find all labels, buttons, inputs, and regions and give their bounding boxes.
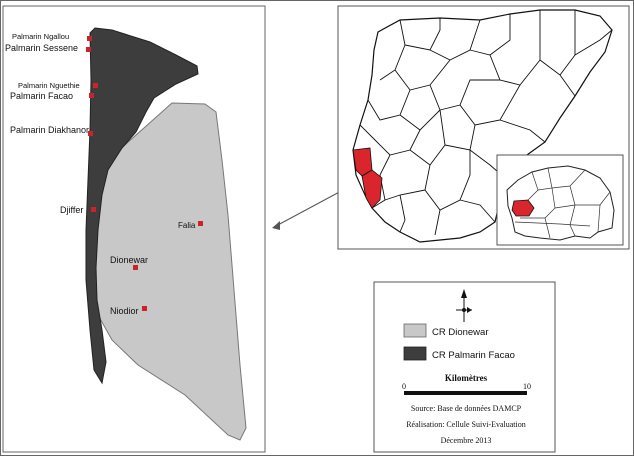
scale-title: Kilomètres [445, 373, 488, 383]
village-label: Palmarin Nguethie [18, 81, 80, 90]
village-label: Palmarin Sessene [5, 43, 78, 53]
inset-highlight [511, 199, 535, 217]
cr-palmarin-facao-area [85, 27, 199, 385]
highlight-dionewar [361, 169, 383, 209]
village-marker [198, 221, 203, 226]
inset-boundaries [514, 167, 611, 239]
main-map-panel: Palmarin Ngallou Palmarin Sessene Palmar… [2, 5, 266, 453]
village-label: Falia [178, 221, 196, 230]
date-text: Décembre 2013 [441, 436, 492, 445]
senegal-outline [506, 165, 615, 241]
village-label: Djiffer [60, 205, 83, 215]
village-marker [133, 265, 138, 270]
admin-boundaries [359, 10, 613, 236]
legend-swatch-palmarin [403, 346, 427, 361]
village-marker [142, 306, 147, 311]
scale-bar [404, 391, 527, 395]
village-marker [86, 47, 91, 52]
legend-label-palmarin: CR Palmarin Facao [432, 350, 515, 361]
legend-swatch-dionewar [403, 323, 427, 338]
village-label: Palmarin Diakhanor [10, 125, 89, 135]
legend-panel: CR Dionewar CR Palmarin Facao Kilomètres… [373, 281, 556, 453]
village-label: Dionewar [110, 255, 148, 265]
source-text: Source: Base de données DAMCP [411, 404, 522, 413]
locator-map-panel [337, 5, 630, 250]
legend-label-dionewar: CR Dionewar [432, 327, 489, 338]
village-marker [87, 36, 92, 41]
scale-min-label: 0 [402, 382, 406, 391]
realisation-text: Réalisation: Cellule Suivi-Evaluation [406, 420, 526, 429]
village-label: Palmarin Ngallou [12, 32, 69, 41]
village-marker [91, 207, 96, 212]
village-marker [88, 131, 93, 136]
village-label: Niodior [110, 306, 139, 316]
north-arrow-icon [456, 289, 472, 322]
village-label: Palmarin Facao [10, 91, 73, 101]
village-marker [93, 83, 98, 88]
village-marker [89, 93, 94, 98]
scale-max-label: 10 [523, 382, 531, 391]
senegal-inset [496, 154, 624, 246]
